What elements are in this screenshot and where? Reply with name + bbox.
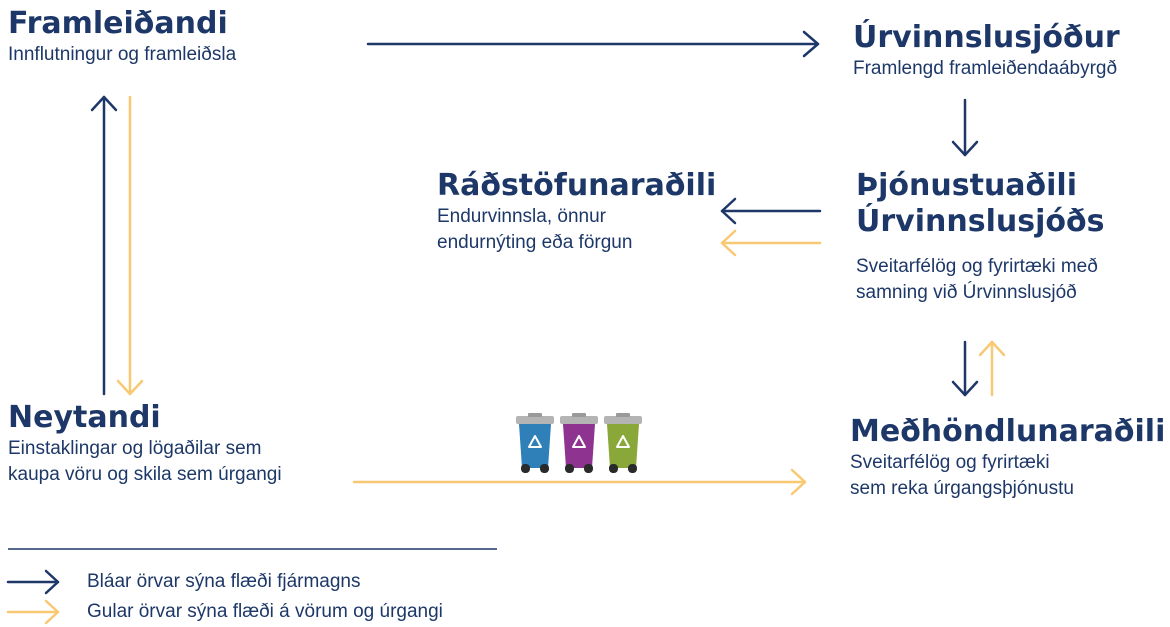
node-service: Þjónustuaðili Úrvinnslusjóðs Sveitarfélö… (856, 168, 1104, 306)
legend-yellow-label: Gular örvar sýna flæði á vörum og úrgang… (87, 601, 443, 622)
producer-subtitle: Innflutningur og framleiðsla (8, 44, 237, 65)
disposal-title: Ráðstöfunaraðili (437, 168, 717, 203)
recycle-symbol-icon (528, 435, 542, 448)
arrow-producer-to-consumer-goods (116, 95, 144, 396)
disposal-subtitle-line: Endurvinnsla, önnur (437, 206, 606, 227)
legend-blue-arrow-icon (6, 569, 60, 595)
legend-yellow-arrow-icon (6, 599, 60, 625)
consumer-subtitle-line: Einstaklingar og lögaðilar sem (8, 438, 262, 459)
arrow-fund-to-service (951, 98, 979, 157)
handler-title: Meðhöndlunaraðili (850, 414, 1166, 449)
recycle-symbol-icon (572, 435, 586, 448)
consumer-title: Neytandi (8, 400, 161, 435)
service-title-line: Úrvinnslusjóðs (856, 204, 1105, 239)
arrow-consumer-to-producer-money (90, 95, 118, 396)
arrow-service-to-disposal-goods (720, 229, 822, 257)
recycling-bin-icon (604, 413, 642, 473)
arrow-consumer-to-handler-goods (352, 468, 807, 496)
handler-subtitle-line: sem reka úrgangsþjónustu (850, 478, 1074, 499)
arrow-service-to-disposal-money (720, 197, 822, 225)
node-consumer: Neytandi Einstaklingar og lögaðilar sem … (8, 400, 282, 488)
disposal-subtitle-line: endurnýting eða förgun (437, 232, 633, 253)
service-title-line: Þjónustuaðili (856, 168, 1078, 203)
service-subtitle-line: samning við Úrvinnslusjóð (856, 282, 1077, 303)
fund-title: Úrvinnslusjóður (853, 20, 1120, 55)
service-subtitle-line: Sveitarfélög og fyrirtæki með (856, 256, 1098, 277)
fund-subtitle: Framlengd framleiðendaábyrgð (853, 58, 1118, 79)
arrow-service-to-handler-money (951, 340, 979, 397)
recycle-symbol-icon (616, 435, 630, 448)
recycling-bin-icon (560, 413, 598, 473)
arrow-handler-to-service-goods (978, 340, 1006, 397)
consumer-subtitle-line: kaupa vöru og skila sem úrgangi (8, 464, 282, 485)
handler-subtitle-line: Sveitarfélög og fyrirtæki (850, 452, 1050, 473)
recycling-bins (516, 413, 642, 473)
node-handler: Meðhöndlunaraðili Sveitarfélög og fyrirt… (850, 414, 1165, 502)
node-disposal: Ráðstöfunaraðili Endurvinnsla, önnur end… (437, 168, 716, 256)
recycling-bin-icon (516, 413, 554, 473)
node-fund: Úrvinnslusjóður Framlengd framleiðendaáb… (853, 20, 1120, 82)
arrow-producer-to-fund (366, 30, 820, 58)
producer-title: Framleiðandi (8, 6, 228, 41)
legend-blue-label: Bláar örvar sýna flæði fjármagns (87, 571, 361, 592)
node-producer: Framleiðandi Innflutningur og framleiðsl… (8, 6, 236, 68)
